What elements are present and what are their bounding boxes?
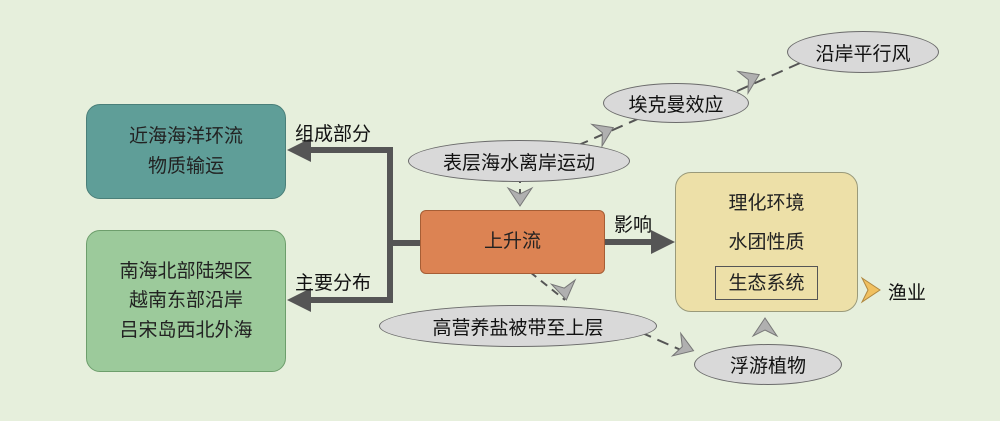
distribution-regions-box: 南海北部陆架区 越南东部沿岸 吕宋岛西北外海: [86, 230, 286, 372]
coastal-circulation-box: 近海海洋环流 物质输运: [86, 104, 286, 199]
ecosystem-box: 生态系统: [715, 265, 818, 301]
ekman-effect-ellipse: 埃克曼效应: [603, 83, 749, 123]
chevron-up-icon: [751, 317, 779, 338]
region-line-1: 南海北部陆架区: [119, 259, 253, 282]
environment-line-2: 水团性质: [728, 231, 805, 254]
upwelling-label: 上升流: [483, 230, 541, 253]
distribution-label: 主要分布: [295, 272, 372, 294]
phytoplankton-ellipse: 浮游植物: [694, 344, 842, 385]
alongshore-wind-ellipse: 沿岸平行风: [787, 31, 939, 73]
upwelling-box: 上升流: [420, 210, 605, 274]
coastal-circulation-line-2: 物质输运: [147, 154, 224, 177]
component-arrow: [287, 138, 393, 246]
chevron-icon: [506, 186, 534, 207]
chevron-icon: [736, 70, 761, 95]
environment-line-1: 理化环境: [728, 192, 805, 214]
region-line-3: 吕宋岛西北外海: [119, 318, 253, 341]
distribution-arrow: [287, 240, 393, 312]
fishery-chevron-icon: [860, 276, 881, 304]
influence-label: 影响: [614, 214, 653, 236]
fishery-label: 渔业: [888, 282, 927, 304]
region-line-2: 越南东部沿岸: [128, 289, 243, 312]
nutrients-ellipse: 高营养盐被带至上层: [379, 305, 657, 347]
environment-box: 理化环境 水团性质 生态系统: [675, 172, 858, 312]
chevron-icon: [590, 123, 615, 148]
component-label: 组成部分: [295, 123, 372, 145]
wind-to-ekman-dash: [734, 62, 801, 93]
chevron-icon: [670, 331, 695, 357]
chevron-icon: [549, 278, 577, 301]
coastal-circulation-line-1: 近海海洋环流: [128, 125, 243, 148]
offshore-motion-ellipse: 表层海水离岸运动: [408, 140, 630, 182]
upwelling-to-nutrients-dash: [529, 271, 566, 301]
